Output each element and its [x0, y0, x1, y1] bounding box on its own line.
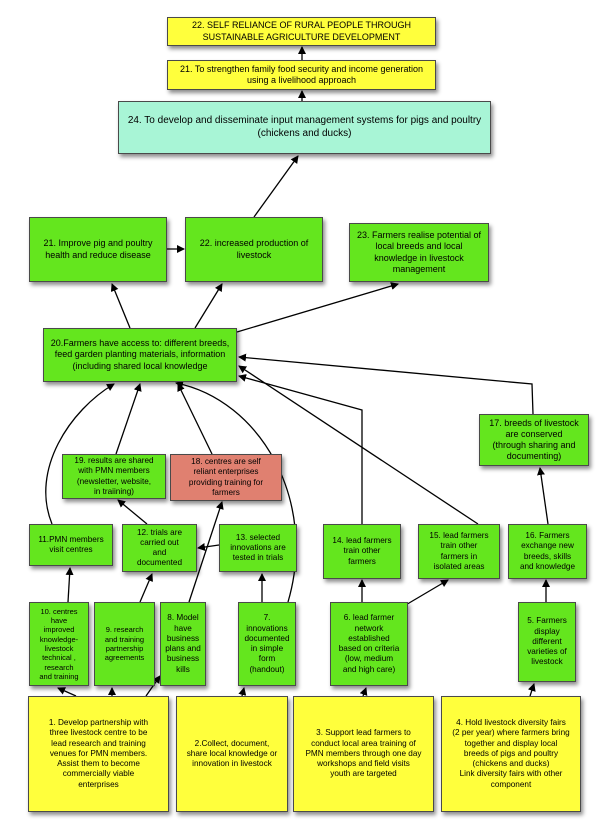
node-8-business-plans: 8. Model have business plans and busines… [160, 602, 206, 686]
node-11-pmn-visit-centres: 11.PMN members visit centres [29, 524, 113, 566]
edge-22b-to-24 [253, 155, 299, 218]
edge-9-to-12 [139, 573, 153, 603]
edge-19-to-20 [115, 383, 142, 455]
edge-6-to-15 [403, 579, 449, 607]
node-12-trials: 12. trials are carried out and documente… [122, 524, 197, 572]
node-22-self-reliance: 22. SELF RELIANCE OF RURAL PEOPLE THROUG… [167, 17, 436, 46]
node-4-diversity-fairs: 4. Hold livestock diversity fairs (2 per… [441, 696, 581, 812]
edge-1-to-8 [145, 675, 161, 697]
edge-11-to-20 [45, 383, 115, 525]
node-3-support-lead-farmers: 3. Support lead farmers to conduct local… [293, 696, 434, 812]
node-24-input-management: 24. To develop and disseminate input man… [118, 101, 491, 154]
node-18-centres-self-reliant: 18. centres are self reliant enterprises… [170, 454, 282, 501]
edge-20-to-21 [110, 283, 131, 329]
edge-10-to-11 [65, 567, 74, 603]
node-13-selected-innovations: 13. selected innovations are tested in t… [219, 524, 297, 572]
node-5-farmers-display: 5. Farmers display different varieties o… [518, 602, 576, 682]
edge-13-to-12 [197, 543, 220, 551]
node-22-increased-production: 22. increased production of livestock [185, 217, 323, 282]
edge-20-to-23 [236, 282, 399, 333]
node-15-lead-farmers-isolated: 15. lead farmers train other farmers in … [418, 524, 500, 579]
edge-18-to-20 [177, 383, 213, 455]
node-1-develop-partnership: 1. Develop partnership with three livest… [28, 696, 169, 812]
node-7-innovations-documented: 7. innovations documented in simple form… [238, 602, 296, 686]
node-17-breeds-conserved: 17. breeds of livestock are conserved (t… [479, 414, 589, 466]
edge-16-to-17 [537, 467, 549, 525]
node-23-local-breeds: 23. Farmers realise potential of local b… [349, 223, 489, 282]
edge-14-to-20 [238, 374, 363, 524]
edge-8-to-18 [188, 501, 224, 603]
edge-4-to-5 [527, 683, 536, 697]
edge-17-to-20 [238, 353, 534, 415]
edge-12-to-19 [117, 499, 148, 525]
node-16-farmers-exchange: 16. Farmers exchange new breeds, skills … [508, 524, 587, 579]
node-10-centres-knowledge: 10. centres have improved knowledge- liv… [29, 602, 89, 686]
node-6-lead-farmer-network: 6. lead farmer network established based… [330, 602, 408, 686]
node-9-research-partnership: 9. research and training partnership agr… [94, 602, 155, 686]
node-21-pig-poultry-health: 21. Improve pig and poultry health and r… [29, 217, 167, 282]
edge-2-to-7 [238, 687, 247, 697]
edge-3-to-6 [359, 687, 368, 697]
node-14-lead-farmers-train: 14. lead farmers train other farmers [323, 524, 401, 579]
edge-1-to-10 [57, 687, 77, 697]
edge-20-to-22b [194, 283, 223, 329]
node-2-collect-document: 2.Collect, document, share local knowled… [176, 696, 288, 812]
node-20-farmers-access: 20.Farmers have access to: different bre… [43, 328, 237, 382]
node-21-food-security: 21. To strengthen family food security a… [167, 60, 436, 90]
edge-15-to-20 [238, 365, 479, 525]
node-19-results-shared: 19. results are shared with PMN members … [62, 454, 166, 499]
